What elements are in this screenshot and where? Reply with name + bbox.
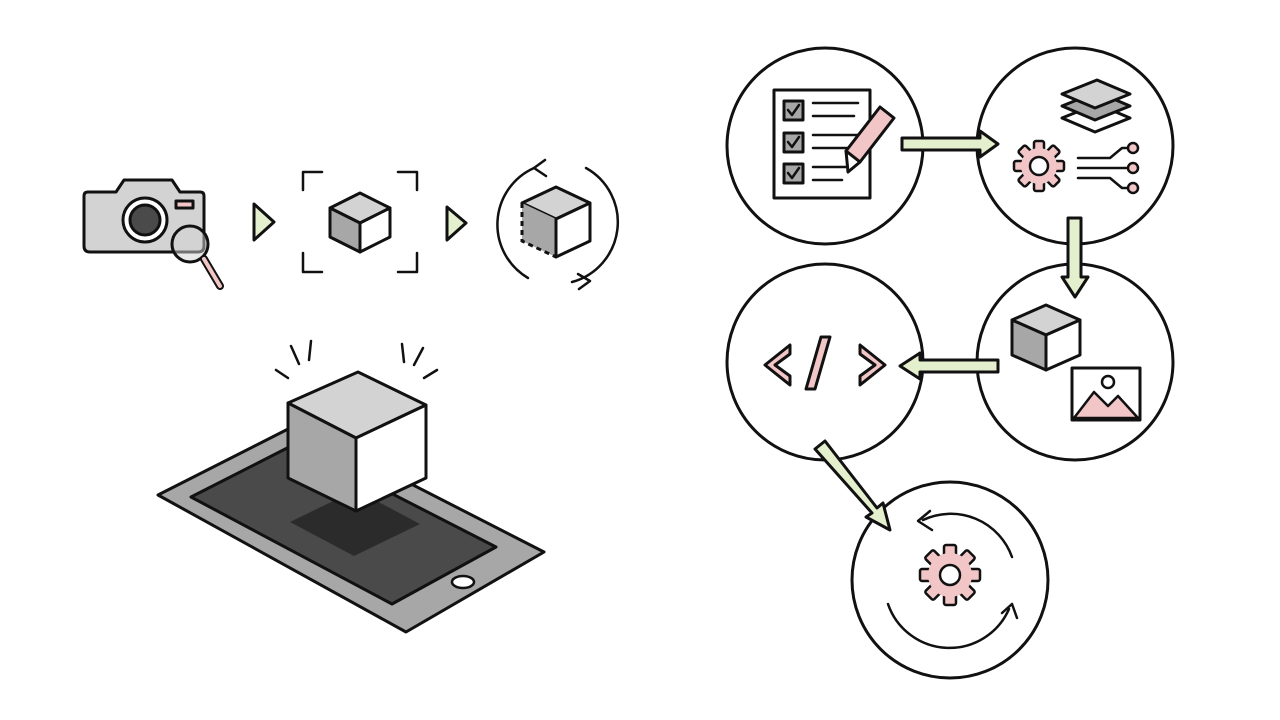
flow-arrow-diagonal xyxy=(813,439,892,532)
cube-icon xyxy=(286,370,428,513)
focus-frame-icon xyxy=(301,170,419,274)
step-circle-code xyxy=(725,262,925,462)
image-icon xyxy=(1070,366,1142,422)
circuit-icon xyxy=(1076,141,1140,195)
pencil-icon xyxy=(844,105,896,174)
rotate-cube-icon xyxy=(496,158,620,291)
code-icon xyxy=(763,335,887,391)
gear-icon xyxy=(1012,139,1066,193)
layers-icon xyxy=(1060,78,1132,134)
flow-arrow-right xyxy=(900,129,1000,159)
cube-icon xyxy=(1010,303,1082,372)
flow-arrow-down xyxy=(1060,216,1090,299)
play-arrow-icon xyxy=(252,202,276,242)
sparkle-lines xyxy=(274,339,439,380)
flow-arrow-left xyxy=(898,351,1000,381)
play-arrow-icon xyxy=(445,205,468,242)
cube-icon xyxy=(328,191,392,254)
step-circle-design xyxy=(975,46,1175,246)
tablet-icon xyxy=(156,423,546,634)
refresh-gear-icon xyxy=(886,509,1019,650)
magnifier-icon xyxy=(170,224,224,290)
